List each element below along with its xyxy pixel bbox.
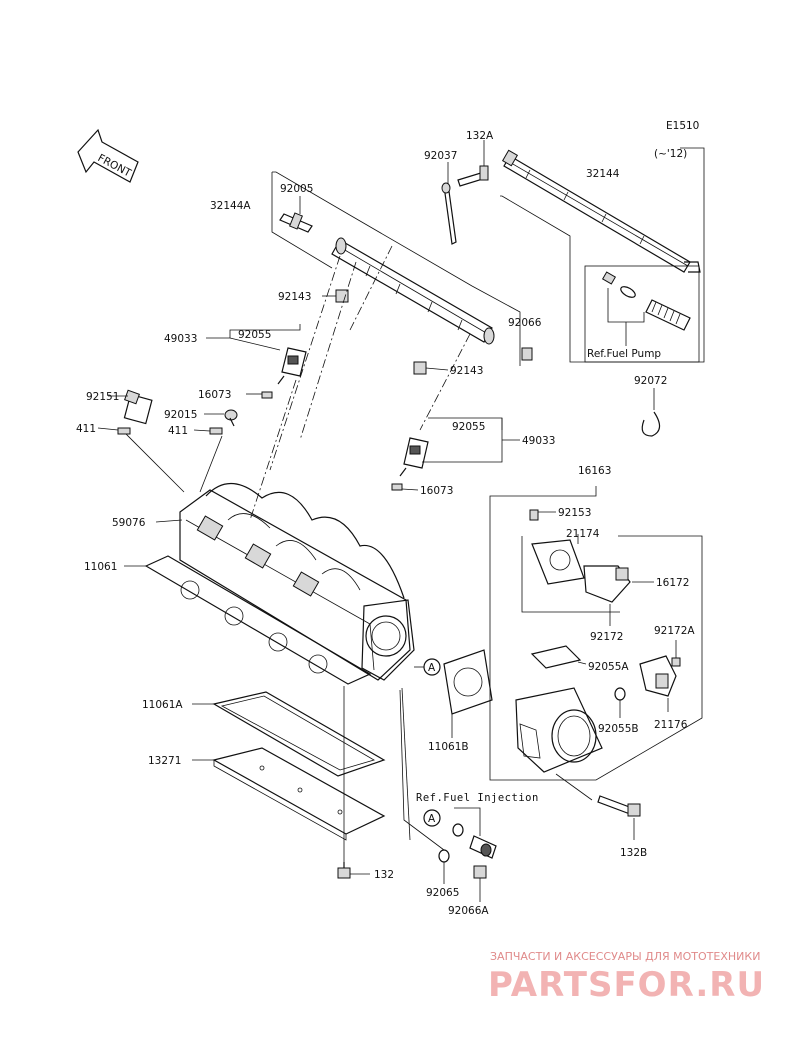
gasket-11061A <box>212 691 386 777</box>
label-132A: 132A <box>466 130 494 142</box>
bolt-132A <box>457 165 489 187</box>
label-92015: 92015 <box>164 409 197 421</box>
label-11061: 11061 <box>84 561 117 573</box>
label-16073-bottom: 16073 <box>420 485 453 497</box>
label-92055-right: 92055 <box>452 421 485 433</box>
gasket-11061B <box>443 649 493 715</box>
callout-a-2-label: A <box>428 813 436 825</box>
bracket-year <box>500 147 705 363</box>
injector-49033-left <box>277 347 307 385</box>
fitting-92005 <box>279 212 313 233</box>
watermark: ЗАПЧАСТИ И АКСЕССУАРЫ ДЛЯ МОТОТЕХНИКИ PA… <box>488 950 765 1005</box>
label-92172A: 92172A <box>654 625 695 637</box>
label-411-b: 411 <box>168 425 188 437</box>
oring-16073-bottom <box>391 483 403 491</box>
watermark-tagline: ЗАПЧАСТИ И АКСЕССУАРЫ ДЛЯ МОТОТЕХНИКИ <box>490 950 760 963</box>
label-32144: 32144 <box>586 168 620 180</box>
watermark-brand: PARTSFOR.RU <box>488 965 765 1005</box>
seal-92143-mid <box>413 361 427 375</box>
label-21176: 21176 <box>654 719 688 731</box>
label-132: 132 <box>374 869 394 881</box>
part-labels: 132A 92037 32144 92005 32144A 92143 9206… <box>76 130 695 917</box>
fuel-pump-ref-box <box>584 265 700 363</box>
diagram-code: E1510 <box>666 120 699 132</box>
bolt-92015 <box>224 409 238 427</box>
callout-a-label: A <box>428 662 436 674</box>
ref-fuel-pump: Ref.Fuel Pump <box>587 348 661 360</box>
label-59076: 59076 <box>112 517 146 529</box>
label-411-a: 411 <box>76 423 96 435</box>
idle-valve-16172 <box>583 565 631 603</box>
label-92005: 92005 <box>280 183 313 195</box>
screw-92172A <box>671 657 681 667</box>
oring-16073-top <box>261 391 273 399</box>
injector-49033-right <box>399 437 429 477</box>
gasket-11061 <box>144 555 372 685</box>
front-arrow-icon: FRONT <box>77 128 139 183</box>
label-92055A: 92055A <box>588 661 629 673</box>
oring-92055B <box>614 687 626 701</box>
label-11061A: 11061A <box>142 699 183 711</box>
clamp-92037 <box>441 182 457 245</box>
intake-manifold <box>179 482 415 681</box>
gasket-92055A <box>530 645 582 669</box>
plate-13271 <box>212 747 386 841</box>
washer-92065-a <box>452 823 464 837</box>
fuel-rail-32144 <box>501 149 701 273</box>
callout-a-2 <box>423 809 441 827</box>
fuel-pump-ref-parts <box>601 271 691 331</box>
cap-92066 <box>521 347 533 361</box>
fuel-pump-bracket <box>607 288 645 323</box>
label-32144A: 32144A <box>210 200 251 212</box>
year-note: (~'12) <box>654 148 687 160</box>
label-49033-right: 49033 <box>522 435 555 447</box>
bolt-132B <box>597 795 641 817</box>
label-92066A: 92066A <box>448 905 489 917</box>
sensor-21176 <box>639 655 677 697</box>
label-13271: 13271 <box>148 755 181 767</box>
throttle-body <box>515 687 603 773</box>
throttle-sensor-21174 <box>531 539 585 585</box>
label-92072: 92072 <box>634 375 667 387</box>
label-16073-top: 16073 <box>198 389 231 401</box>
ring-92072 <box>641 411 661 437</box>
fuel-rail-32144A <box>331 237 495 345</box>
sensor-fuel-injection <box>469 835 497 859</box>
label-92065: 92065 <box>426 887 459 899</box>
label-92066: 92066 <box>508 317 542 329</box>
label-92153: 92153 <box>558 507 591 519</box>
label-132B: 132B <box>620 847 647 859</box>
label-92143-mid: 92143 <box>450 365 483 377</box>
bolt-92151 <box>123 389 153 425</box>
label-92143-top: 92143 <box>278 291 311 303</box>
label-92055B: 92055B <box>598 723 639 735</box>
label-92151: 92151 <box>86 391 119 403</box>
screw-92153 <box>529 509 539 521</box>
clip-411-b <box>209 427 223 435</box>
bolt-132 <box>337 862 351 879</box>
washer-92065 <box>438 849 450 863</box>
label-92055-left: 92055 <box>238 329 271 341</box>
throttle-group-box <box>489 486 703 781</box>
label-11061B: 11061B <box>428 741 469 753</box>
clip-411-a <box>117 427 131 435</box>
label-92037: 92037 <box>424 150 457 162</box>
seal-92143-top <box>335 289 349 303</box>
label-16172: 16172 <box>656 577 689 589</box>
ref-fuel-injection: Ref.Fuel Injection <box>416 792 539 804</box>
label-16163: 16163 <box>578 465 611 477</box>
label-49033-left: 49033 <box>164 333 197 345</box>
label-92172: 92172 <box>590 631 623 643</box>
label-21174: 21174 <box>566 528 600 540</box>
plug-92066A <box>473 865 487 879</box>
